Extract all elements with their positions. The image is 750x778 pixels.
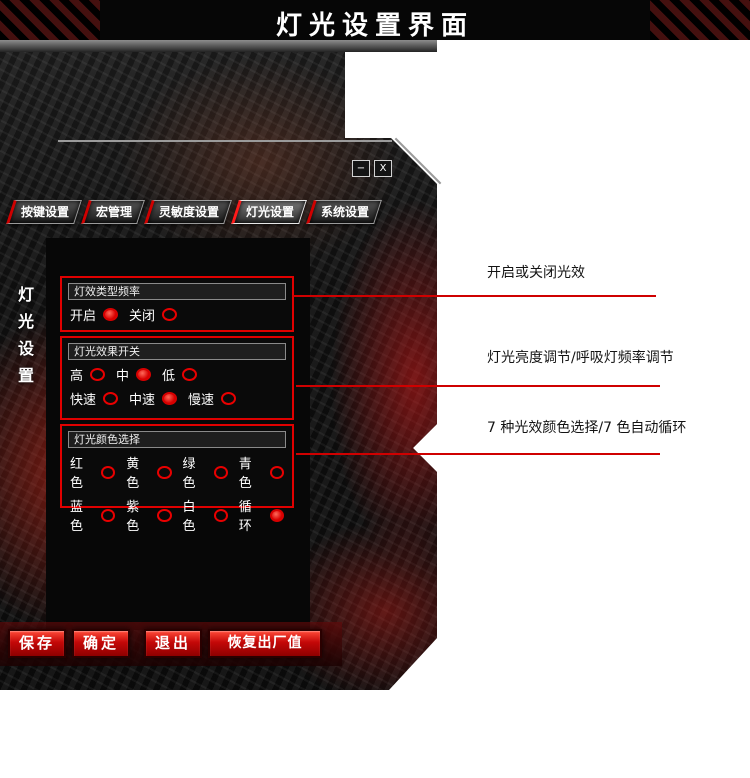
save-button[interactable]: 保存 [8,629,66,658]
radio-button[interactable] [162,392,178,405]
option-medium-speed[interactable]: 中速 [129,389,178,408]
radio-button[interactable] [269,465,284,479]
tab-label: 按键设置 [21,205,70,219]
radio-button[interactable] [103,308,119,321]
minimize-button[interactable]: − [352,160,370,177]
radio-button[interactable] [213,508,228,522]
exit-button[interactable]: 退出 [144,629,202,658]
tab-label: 宏管理 [96,205,133,219]
option-label: 黄色 [126,457,140,491]
radio-button[interactable] [269,508,284,522]
top-banner: 灯光设置界面 [0,0,750,41]
option-blue[interactable]: 蓝色 [70,496,116,534]
option-slow[interactable]: 慢速 [188,389,237,408]
tab-lighting-settings[interactable]: 灯光设置 [231,200,307,224]
option-yellow[interactable]: 黄色 [126,453,172,491]
connector-line [296,453,660,455]
radio-button[interactable] [103,392,119,405]
tab-key-settings[interactable]: 按键设置 [6,200,82,224]
radio-button[interactable] [182,368,198,381]
option-label: 紫色 [126,500,140,534]
tab-label: 灯光设置 [246,205,295,219]
option-cyan[interactable]: 青色 [239,453,284,491]
radio-button[interactable] [157,508,172,522]
confirm-button[interactable]: 确定 [72,629,130,658]
banner-stripes-left [0,0,100,40]
option-label: 蓝色 [70,500,84,534]
option-purple[interactable]: 紫色 [126,496,172,534]
option-label: 红色 [70,457,84,491]
section-header: 灯光颜色选择 [68,431,286,448]
radio-button[interactable] [221,392,237,405]
option-label: 低 [162,369,176,384]
option-row: 红色 黄色 绿色 青色 [62,450,292,493]
tab-label: 灵敏度设置 [159,205,220,219]
option-fast[interactable]: 快速 [70,389,119,408]
radio-button[interactable] [136,368,152,381]
section-light-effect-switch: 灯光效果开关 高 中 低 快速 中速 慢速 [60,336,294,420]
radio-button[interactable] [157,465,172,479]
option-cycle[interactable]: 循环 [239,496,284,534]
option-label: 循环 [238,500,252,534]
radio-button[interactable] [101,465,116,479]
annotation-color-select: 7 种光效颜色选择/7 色自动循环 [487,420,687,436]
option-row: 快速 中速 慢速 [62,386,292,410]
option-label: 慢速 [188,393,215,408]
section-header: 灯效类型频率 [68,283,286,300]
side-vertical-label: 灯光设置 [17,285,34,385]
restore-factory-button[interactable]: 恢复出厂值 [208,629,322,658]
window-top-edge [58,140,392,142]
section-light-color-select: 灯光颜色选择 红色 黄色 绿色 青色 蓝色 紫色 白色 [60,424,294,534]
option-label: 快速 [70,393,97,408]
radio-button[interactable] [162,308,178,321]
option-white[interactable]: 白色 [183,496,228,534]
close-button[interactable]: X [374,160,392,177]
connector-line [296,385,660,387]
tab-sensitivity-settings[interactable]: 灵敏度设置 [144,200,232,224]
option-green[interactable]: 绿色 [183,453,228,491]
tab-bar: 按键设置 宏管理 灵敏度设置 灯光设置 系统设置 [6,200,382,224]
option-label: 高 [70,369,84,384]
option-row: 开启 关闭 [62,302,292,326]
tab-macro-management[interactable]: 宏管理 [81,200,145,224]
option-label: 白色 [182,500,196,534]
option-row: 蓝色 紫色 白色 循环 [62,493,292,536]
annotation-light-toggle: 开启或关闭光效 [487,265,585,281]
radio-button[interactable] [213,465,228,479]
section-header: 灯光效果开关 [68,343,286,360]
tab-label: 系统设置 [321,205,370,219]
option-red[interactable]: 红色 [70,453,116,491]
option-label: 关闭 [129,309,156,324]
option-medium[interactable]: 中 [116,365,152,384]
connector-line [293,295,656,297]
option-label: 开启 [70,309,97,324]
banner-stripes-right [650,0,750,40]
option-high[interactable]: 高 [70,365,106,384]
section-light-type-frequency: 灯效类型频率 开启 关闭 [60,276,294,332]
radio-button[interactable] [90,368,106,381]
annotation-brightness: 灯光亮度调节/呼吸灯频率调节 [487,350,674,366]
option-label: 绿色 [182,457,196,491]
option-off[interactable]: 关闭 [129,305,178,324]
option-label: 青色 [238,457,252,491]
banner-sub-strip [0,40,437,52]
radio-button[interactable] [101,508,116,522]
option-label: 中 [116,369,130,384]
tab-system-settings[interactable]: 系统设置 [306,200,382,224]
option-row: 高 中 低 [62,362,292,386]
page-title: 灯光设置界面 [275,11,474,41]
option-on[interactable]: 开启 [70,305,119,324]
option-low[interactable]: 低 [162,365,198,384]
option-label: 中速 [129,393,156,408]
